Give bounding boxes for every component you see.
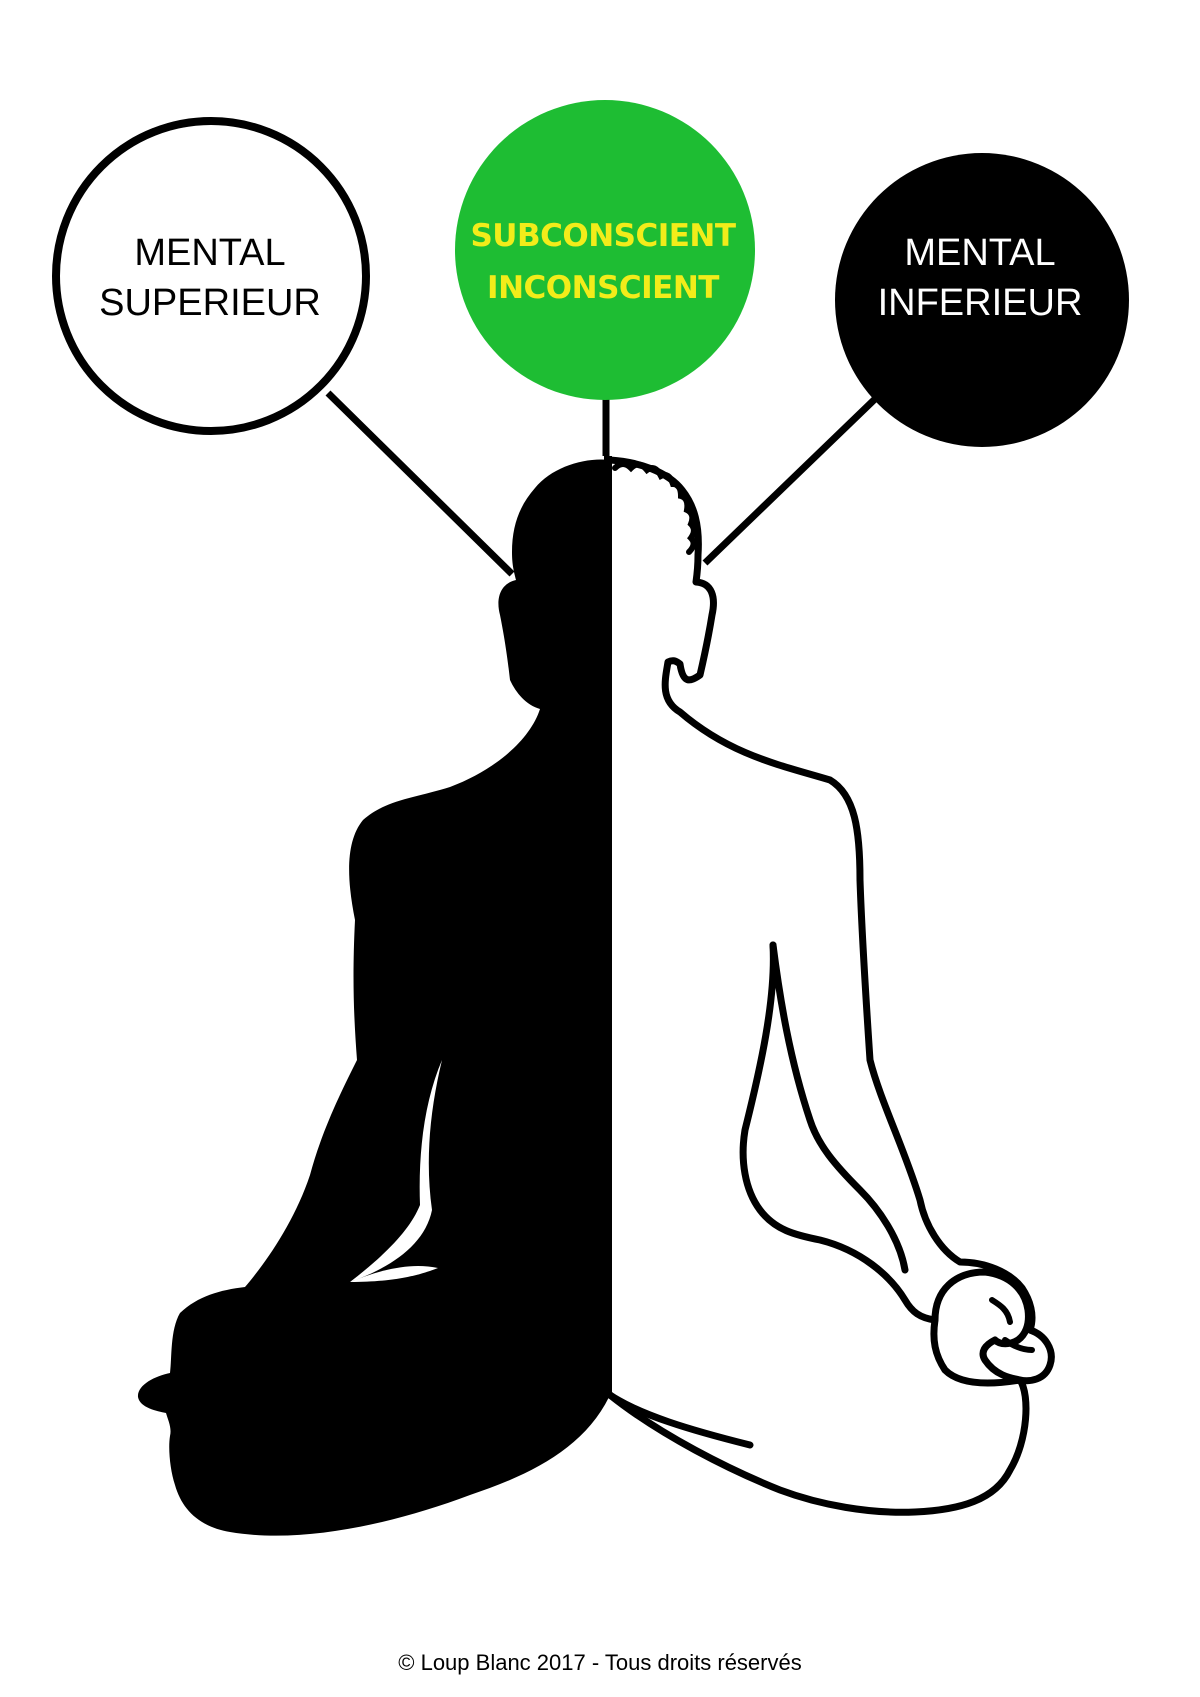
circle-label-mental-superior: MENTAL SUPERIEUR xyxy=(55,228,365,328)
figure-hair-curls xyxy=(612,461,697,555)
circle-label-mental-inferior: MENTAL INFERIEUR xyxy=(835,228,1125,328)
figure-right-arm-contour xyxy=(739,941,939,1324)
circle-mental-superior xyxy=(52,117,370,435)
connector-superior xyxy=(325,390,515,577)
label-line-2: INCONSCIENT xyxy=(487,270,719,306)
figure-right-hand xyxy=(930,1268,1032,1387)
copyright-notice: © Loup Blanc 2017 - Tous droits réservés xyxy=(398,1650,802,1675)
figure-left-arm-gap xyxy=(350,1060,442,1282)
label-line-2: INFERIEUR xyxy=(877,282,1083,324)
circle-mental-inferior xyxy=(835,153,1129,447)
figure-right-fingers xyxy=(989,1297,1035,1353)
figure-right-half xyxy=(606,456,1055,1516)
figure-right-forearm-contour xyxy=(769,941,909,1274)
label-line-1: MENTAL xyxy=(134,232,286,274)
connector-inferior xyxy=(702,396,878,566)
circle-subconscious xyxy=(455,100,755,400)
figure-left-hand-gap xyxy=(350,1265,438,1282)
figure-left-half xyxy=(137,459,610,1536)
label-line-1: SUBCONSCIENT xyxy=(470,218,736,254)
figure-lap-line xyxy=(606,1391,754,1449)
label-line-1: MENTAL xyxy=(904,232,1056,274)
circle-label-subconscious: SUBCONSCIENT INCONSCIENT xyxy=(455,210,751,314)
label-line-2: SUPERIEUR xyxy=(99,282,321,324)
